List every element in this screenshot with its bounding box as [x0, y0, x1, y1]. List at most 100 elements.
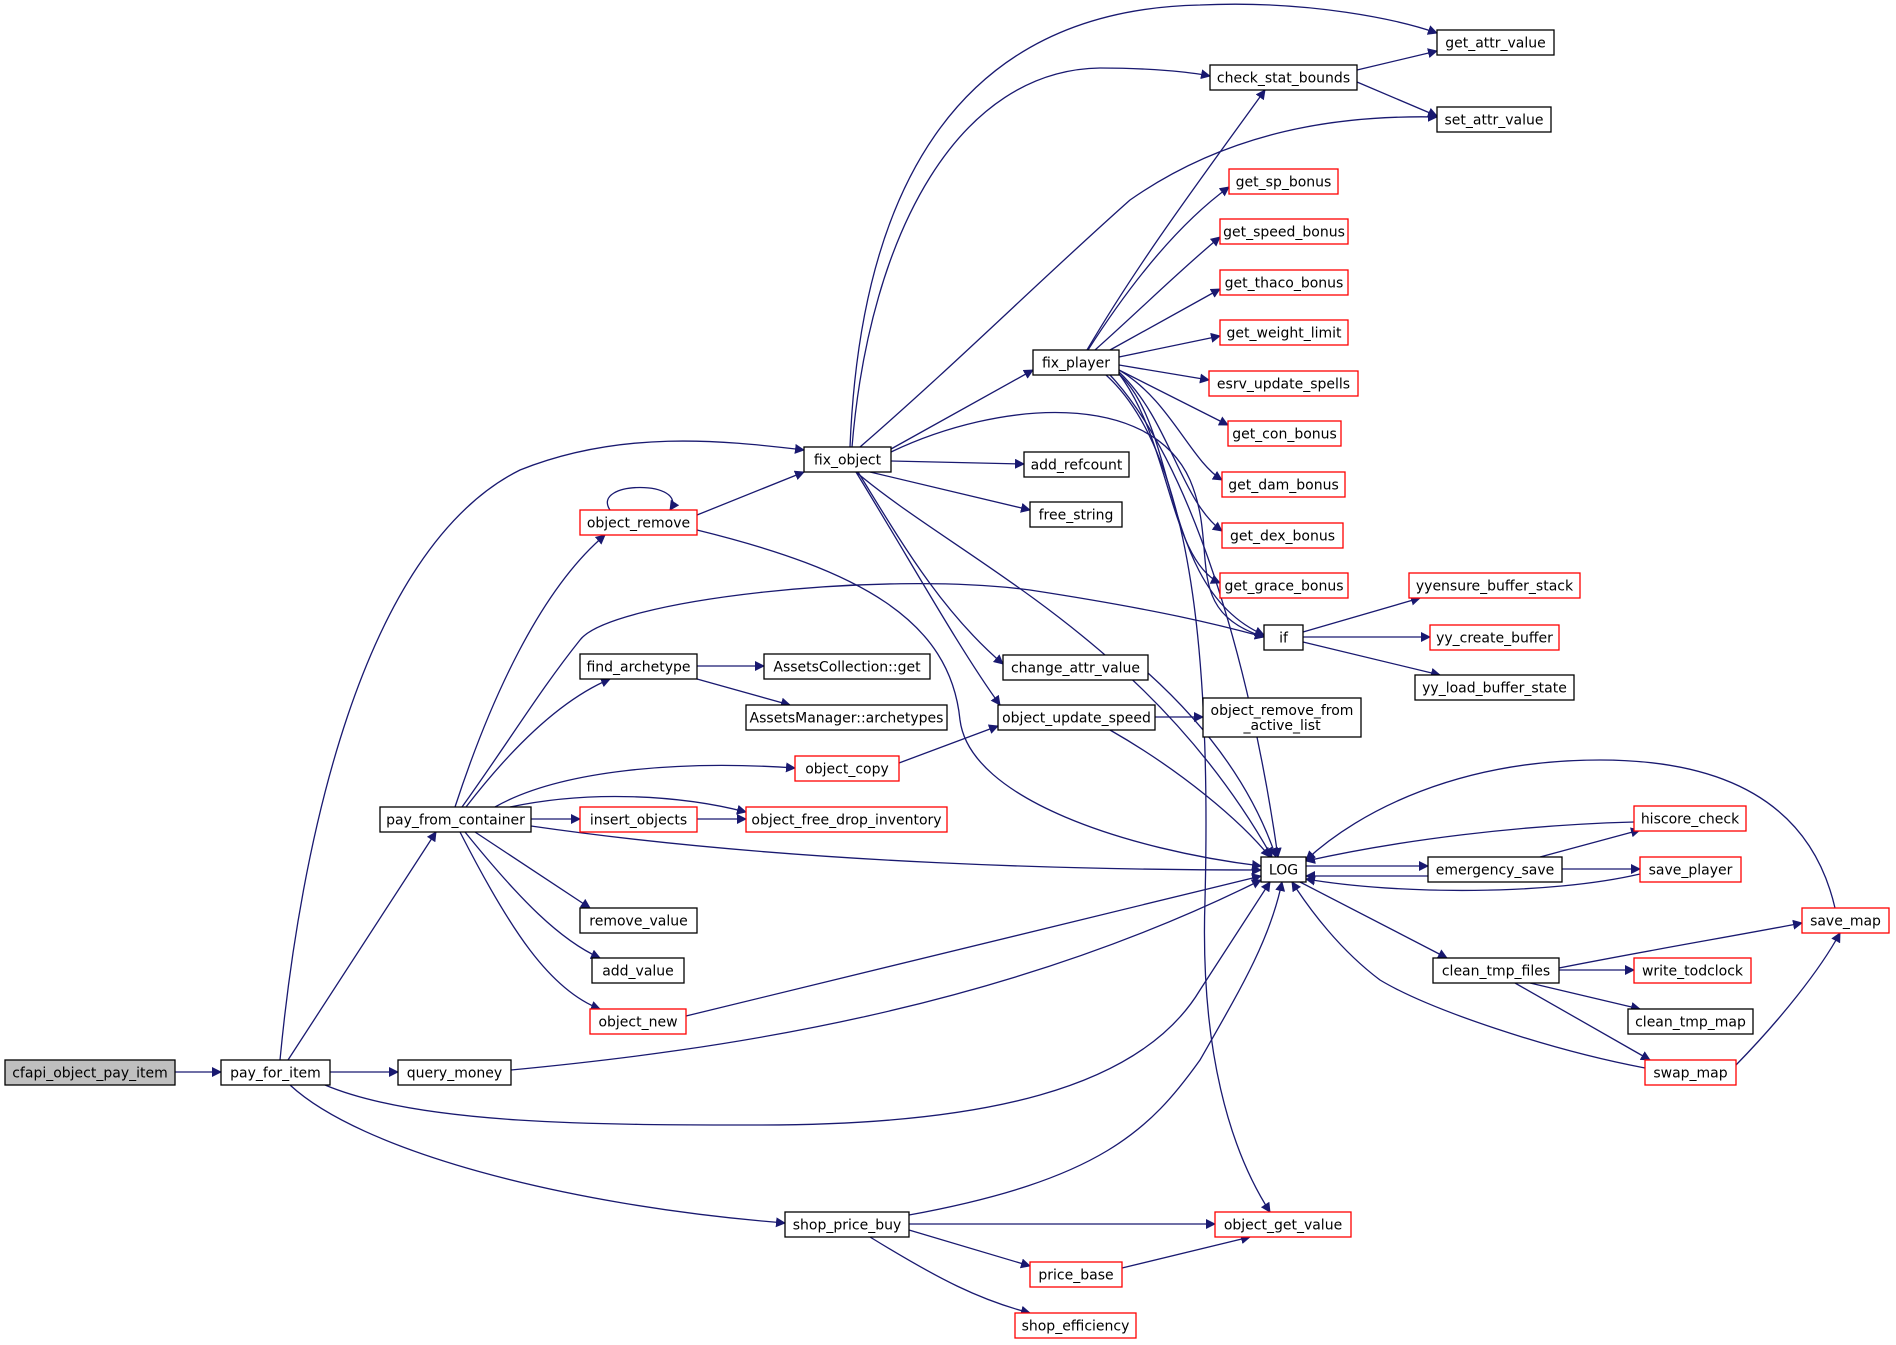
node-box[interactable] — [1219, 319, 1349, 346]
node-object_remove[interactable]: object_remove — [579, 509, 698, 536]
node-hiscore_check[interactable]: hiscore_check — [1633, 805, 1747, 832]
node-box[interactable] — [1633, 957, 1752, 984]
node-box[interactable] — [1627, 1008, 1754, 1035]
node-get_dex_bonus[interactable]: get_dex_bonus — [1221, 522, 1344, 549]
node-pay_from_container[interactable]: pay_from_container — [379, 806, 532, 833]
node-box[interactable] — [1221, 522, 1344, 549]
node-fix_player[interactable]: fix_player — [1032, 349, 1120, 376]
node-get_grace_bonus[interactable]: get_grace_bonus — [1219, 572, 1349, 599]
node-pay_for_item[interactable]: pay_for_item — [220, 1059, 331, 1086]
node-esrv_update_spells[interactable]: esrv_update_spells — [1208, 370, 1359, 397]
node-object_get_value[interactable]: object_get_value — [1214, 1211, 1352, 1238]
node-box[interactable] — [1202, 697, 1362, 738]
node-box[interactable] — [589, 1008, 687, 1035]
node-emergency_save[interactable]: emergency_save — [1427, 856, 1563, 883]
node-price_base[interactable]: price_base — [1029, 1261, 1123, 1288]
node-assets_archetypes[interactable]: AssetsManager::archetypes — [745, 704, 948, 731]
node-get_thaco_bonus[interactable]: get_thaco_bonus — [1219, 269, 1349, 296]
node-write_todclock[interactable]: write_todclock — [1633, 957, 1752, 984]
node-box[interactable] — [763, 653, 931, 680]
node-box[interactable] — [745, 704, 948, 731]
node-cfapi_object_pay_item[interactable]: cfapi_object_pay_item — [4, 1059, 176, 1086]
node-box[interactable] — [397, 1059, 512, 1086]
node-box[interactable] — [579, 509, 698, 536]
node-add_refcount[interactable]: add_refcount — [1023, 451, 1130, 478]
node-get_sp_bonus[interactable]: get_sp_bonus — [1228, 168, 1339, 195]
node-object_remove_from_active_list[interactable]: object_remove_from_active_list — [1202, 697, 1362, 738]
node-box[interactable] — [1029, 1261, 1123, 1288]
node-get_weight_limit[interactable]: get_weight_limit — [1219, 319, 1349, 346]
node-find_archetype[interactable]: find_archetype — [579, 653, 698, 680]
node-shop_efficiency[interactable]: shop_efficiency — [1014, 1312, 1137, 1339]
node-yy_load_buffer_state[interactable]: yy_load_buffer_state — [1414, 674, 1575, 701]
node-clean_tmp_files[interactable]: clean_tmp_files — [1432, 957, 1560, 984]
node-box[interactable] — [1633, 805, 1747, 832]
node-object_update_speed[interactable]: object_update_speed — [997, 704, 1156, 731]
node-query_money[interactable]: query_money — [397, 1059, 512, 1086]
node-box[interactable] — [1227, 420, 1342, 447]
node-insert_objects[interactable]: insert_objects — [579, 806, 698, 833]
node-check_stat_bounds[interactable]: check_stat_bounds — [1209, 64, 1358, 91]
node-LOG[interactable]: LOG — [1260, 856, 1307, 883]
node-save_player[interactable]: save_player — [1639, 856, 1742, 883]
node-swap_map[interactable]: swap_map — [1644, 1059, 1737, 1086]
node-box[interactable] — [579, 806, 698, 833]
node-box[interactable] — [1436, 29, 1555, 56]
node-box[interactable] — [1432, 957, 1560, 984]
node-box[interactable] — [1260, 856, 1307, 883]
node-assets_get[interactable]: AssetsCollection::get — [763, 653, 931, 680]
node-clean_tmp_map[interactable]: clean_tmp_map — [1627, 1008, 1754, 1035]
node-box[interactable] — [4, 1059, 176, 1086]
node-box[interactable] — [1228, 168, 1339, 195]
node-object_free_drop_inventory[interactable]: object_free_drop_inventory — [745, 806, 948, 833]
node-box[interactable] — [1002, 654, 1149, 681]
node-box[interactable] — [1219, 269, 1349, 296]
node-box[interactable] — [379, 806, 532, 833]
node-yyensure_buffer_stack[interactable]: yyensure_buffer_stack — [1408, 572, 1581, 599]
node-yy_create_buffer[interactable]: yy_create_buffer — [1429, 624, 1560, 651]
node-box[interactable] — [1029, 501, 1123, 528]
node-box[interactable] — [1208, 370, 1359, 397]
node-box[interactable] — [1221, 471, 1346, 498]
node-box[interactable] — [1436, 106, 1552, 133]
node-box[interactable] — [1408, 572, 1581, 599]
node-box[interactable] — [1219, 218, 1349, 245]
node-change_attr_value[interactable]: change_attr_value — [1002, 654, 1149, 681]
node-get_dam_bonus[interactable]: get_dam_bonus — [1221, 471, 1346, 498]
node-box[interactable] — [220, 1059, 331, 1086]
node-get_speed_bonus[interactable]: get_speed_bonus — [1219, 218, 1349, 245]
node-box[interactable] — [1801, 907, 1890, 934]
node-box[interactable] — [579, 907, 698, 934]
node-shop_price_buy[interactable]: shop_price_buy — [784, 1211, 910, 1238]
node-get_con_bonus[interactable]: get_con_bonus — [1227, 420, 1342, 447]
node-box[interactable] — [1427, 856, 1563, 883]
node-box[interactable] — [1263, 624, 1304, 651]
node-box[interactable] — [997, 704, 1156, 731]
node-box[interactable] — [794, 755, 900, 782]
node-set_attr_value[interactable]: set_attr_value — [1436, 106, 1552, 133]
node-remove_value[interactable]: remove_value — [579, 907, 698, 934]
node-box[interactable] — [1023, 451, 1130, 478]
node-box[interactable] — [1214, 1211, 1352, 1238]
node-free_string[interactable]: free_string — [1029, 501, 1123, 528]
node-if[interactable]: if — [1263, 624, 1304, 651]
node-box[interactable] — [1414, 674, 1575, 701]
node-box[interactable] — [1639, 856, 1742, 883]
node-object_new[interactable]: object_new — [589, 1008, 687, 1035]
node-box[interactable] — [1219, 572, 1349, 599]
node-box[interactable] — [591, 957, 685, 984]
node-box[interactable] — [579, 653, 698, 680]
node-object_copy[interactable]: object_copy — [794, 755, 900, 782]
node-get_attr_value[interactable]: get_attr_value — [1436, 29, 1555, 56]
node-fix_object[interactable]: fix_object — [803, 446, 892, 473]
node-box[interactable] — [1032, 349, 1120, 376]
node-box[interactable] — [1644, 1059, 1737, 1086]
node-save_map[interactable]: save_map — [1801, 907, 1890, 934]
node-box[interactable] — [1429, 624, 1560, 651]
node-add_value[interactable]: add_value — [591, 957, 685, 984]
node-box[interactable] — [1209, 64, 1358, 91]
node-box[interactable] — [745, 806, 948, 833]
node-box[interactable] — [803, 446, 892, 473]
node-box[interactable] — [784, 1211, 910, 1238]
node-box[interactable] — [1014, 1312, 1137, 1339]
